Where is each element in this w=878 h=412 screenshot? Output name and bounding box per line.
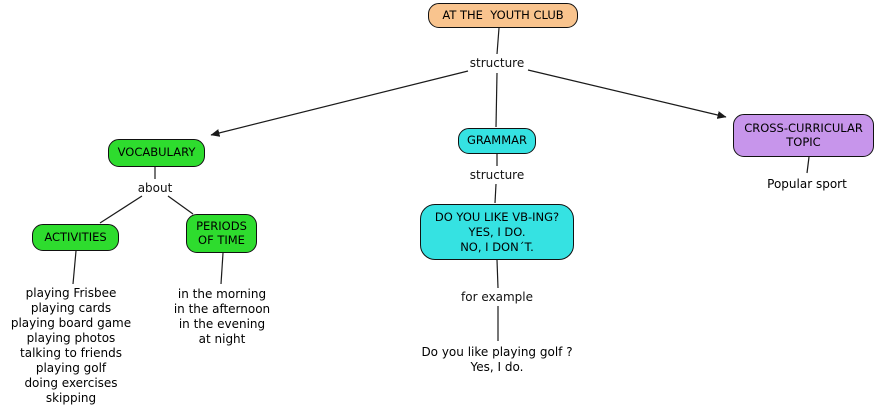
grammar-example-text: Do you like playing golf ? Yes, I do. xyxy=(421,345,573,374)
node-at-the-youth-club[interactable]: AT THE YOUTH CLUB xyxy=(428,3,578,28)
periods-of-time-list: in the morning in the afternoon in the e… xyxy=(173,287,271,346)
line-cross-popular xyxy=(806,156,810,174)
activities-list: playing Frisbee playing cards playing bo… xyxy=(10,286,132,405)
line-structure-grammar xyxy=(495,72,498,128)
link-label-structure-grammar[interactable]: structure xyxy=(467,168,527,182)
arrow-structure-vocabulary xyxy=(210,70,469,137)
line-about-activities xyxy=(99,195,143,224)
node-activities[interactable]: ACTIVITIES xyxy=(32,224,119,251)
node-periods-of-time[interactable]: PERIODS OF TIME xyxy=(186,214,257,253)
node-grammar[interactable]: GRAMMAR xyxy=(458,128,536,154)
arrow-structure-cross-curricular xyxy=(527,69,727,119)
line-root-structure xyxy=(496,27,500,55)
node-grammar-pattern[interactable]: DO YOU LIKE VB-ING? YES, I DO. NO, I DON… xyxy=(420,204,574,260)
line-periods-list xyxy=(220,252,224,285)
link-label-structure-top[interactable]: structure xyxy=(467,56,527,70)
line-structure-pattern xyxy=(494,183,497,204)
line-about-periods xyxy=(167,195,194,215)
line-activities-list xyxy=(72,250,77,285)
line-pattern-forexample xyxy=(496,259,499,289)
node-cross-curricular-topic[interactable]: CROSS-CURRICULAR TOPIC xyxy=(733,114,874,157)
link-label-about[interactable]: about xyxy=(135,181,175,195)
node-vocabulary[interactable]: VOCABULARY xyxy=(108,139,205,167)
popular-sport-text: Popular sport xyxy=(767,177,847,191)
link-label-for-example[interactable]: for example xyxy=(459,290,535,304)
